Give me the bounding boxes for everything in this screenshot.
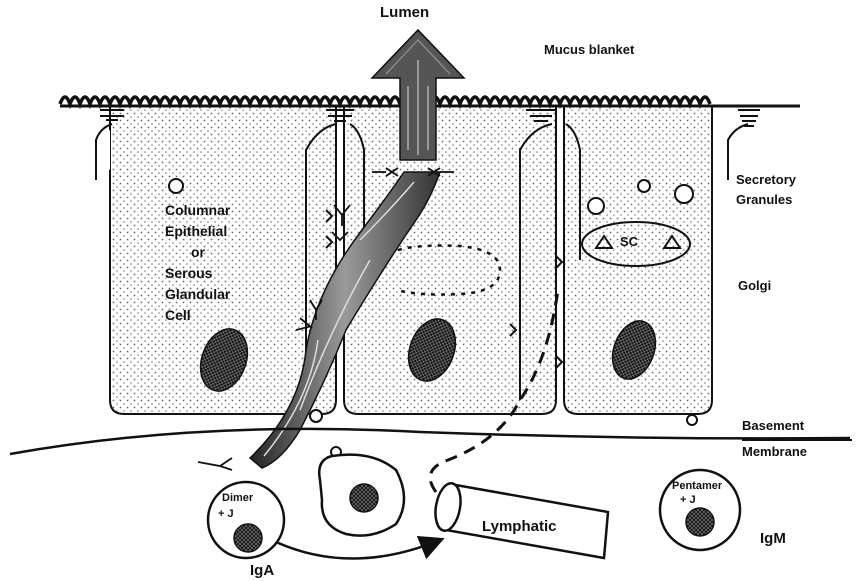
lymphatic-label: Lymphatic [482, 518, 556, 535]
small-vesicle-1 [310, 410, 322, 422]
basement-membrane [10, 429, 850, 454]
plasma-cell-middle-nucleus [350, 484, 378, 512]
membrane-label: Membrane [742, 444, 807, 459]
sc-label: SC [620, 234, 638, 249]
iga-to-lymphatic-arrow [276, 540, 440, 559]
dimer-j-label: + J [218, 508, 234, 520]
lumen-label: Lumen [380, 4, 429, 21]
granule-2 [588, 198, 604, 214]
granules-label: Granules [736, 192, 792, 207]
basement-label: Basement [742, 418, 804, 433]
cell-text-line-2: Epithelial [165, 221, 230, 242]
microvilli-border [60, 97, 710, 104]
cell-text-line-3: or [165, 242, 230, 263]
cell-text-line-1: Columnar [165, 200, 230, 221]
golgi-label: Golgi [738, 278, 771, 293]
dimer-label: Dimer [222, 492, 253, 504]
cell-description: Columnar Epithelial or Serous Glandular … [165, 200, 230, 326]
iga-label: IgA [250, 562, 274, 579]
desmosome-4 [738, 110, 760, 126]
cell-text-line-4: Serous [165, 263, 230, 284]
pentamer-j-label: + J [680, 494, 696, 506]
mucus-blanket-label: Mucus blanket [544, 42, 634, 57]
cell-text-line-5: Glandular [165, 284, 230, 305]
secretory-label: Secretory [736, 172, 796, 187]
igm-label: IgM [760, 530, 786, 547]
plasma-cell-dimer-nucleus [234, 524, 262, 552]
pentamer-label: Pentamer [672, 480, 722, 492]
granule-1 [169, 179, 183, 193]
plasma-cell-pentamer-nucleus [686, 508, 714, 536]
cell-text-line-6: Cell [165, 305, 230, 326]
granule-3 [675, 185, 693, 203]
granule-4 [638, 180, 650, 192]
small-vesicle-3 [687, 415, 697, 425]
